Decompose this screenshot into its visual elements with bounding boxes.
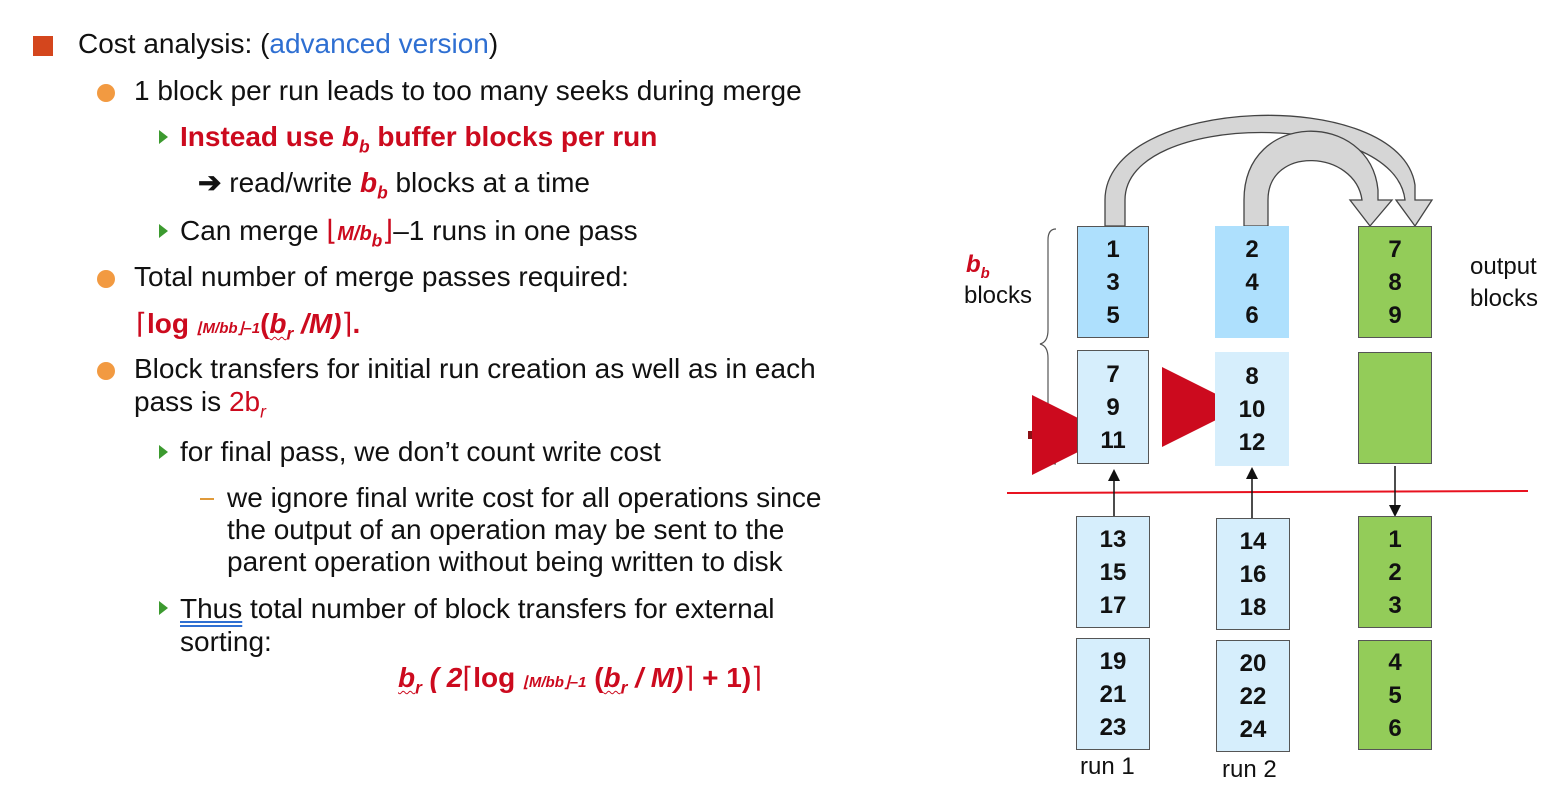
block-value: 4 (1245, 268, 1259, 296)
block-value: 7 (1388, 235, 1402, 263)
memory-disk-divider (1006, 490, 1529, 494)
run1-disk-block-2: 19 21 23 (1076, 638, 1150, 750)
run2-buffer-block-2: 8 10 12 (1215, 352, 1289, 466)
bullet-dot-icon (97, 362, 115, 380)
block-value: 14 (1239, 527, 1267, 555)
sub-thus-total: Thus total number of block transfers for… (180, 593, 775, 624)
block-value: 23 (1099, 713, 1127, 741)
block-value: 17 (1099, 591, 1127, 619)
block-value: 9 (1106, 393, 1120, 421)
curved-arrow-run2-to-output (1243, 130, 1394, 228)
block-value: 19 (1099, 647, 1127, 675)
triangle-bullet-icon (159, 130, 168, 144)
block-value: 21 (1099, 680, 1127, 708)
run1-disk-block-1: 13 15 17 (1076, 516, 1150, 628)
block-value: 13 (1099, 525, 1127, 553)
dash-line-1: we ignore final write cost for all opera… (227, 482, 822, 513)
output-buffer-block-2 (1358, 352, 1432, 464)
run2-buffer-block-1: 2 4 6 (1215, 226, 1289, 338)
sub-final-pass: for final pass, we don’t count write cos… (180, 436, 661, 467)
block-value: 1 (1388, 525, 1402, 553)
run1-buffer-block-1: 1 3 5 (1077, 226, 1149, 338)
right-arrow-icon: ➔ (198, 167, 222, 198)
block-value: 5 (1106, 301, 1120, 329)
advanced-version-link[interactable]: advanced version (269, 28, 489, 59)
bullet-dot-icon (97, 270, 115, 288)
block-value: 7 (1106, 360, 1120, 388)
block-value: 11 (1100, 426, 1126, 454)
block-value: 8 (1388, 268, 1402, 296)
block-value: 6 (1245, 301, 1259, 329)
dash-line-3: parent operation without being written t… (227, 546, 783, 577)
block-value: 16 (1239, 560, 1267, 588)
block-value: 18 (1239, 593, 1267, 621)
triangle-bullet-icon (159, 224, 168, 238)
formula-total-transfers: br ( 2⌈log ⌊M/bb⌋–1 (br / M)⌉ + 1)⌉ (398, 662, 763, 698)
block-value: 4 (1388, 648, 1402, 676)
triangle-bullet-icon (159, 601, 168, 615)
dash-bullet-icon (200, 498, 214, 500)
block-value: 2 (1245, 235, 1259, 263)
block-value: 2 (1388, 558, 1402, 586)
blocks-label: blocks (964, 282, 1033, 309)
block-value: 22 (1239, 682, 1267, 710)
bullet-seeks: 1 block per run leads to too many seeks … (134, 75, 802, 106)
bullet-square-icon (33, 36, 53, 56)
sub-buffer-blocks: Instead use bb buffer blocks per run (180, 121, 658, 157)
block-value: 20 (1239, 649, 1267, 677)
block-value: 6 (1388, 714, 1402, 742)
output-buffer-block-1: 7 8 9 (1358, 226, 1432, 338)
run2-disk-block-1: 14 16 18 (1216, 518, 1290, 630)
output-disk-block-1: 1 2 3 (1358, 516, 1432, 628)
block-value: 10 (1238, 395, 1266, 423)
block-value: 1 (1106, 235, 1120, 263)
output-disk-block-2: 4 5 6 (1358, 640, 1432, 750)
block-value: 8 (1245, 362, 1259, 390)
block-value: 3 (1106, 268, 1120, 296)
block-value: 9 (1388, 301, 1402, 329)
bb-bracket (1039, 228, 1057, 465)
run2-label: run 2 (1222, 756, 1277, 783)
block-value: 3 (1388, 591, 1402, 619)
triangle-bullet-icon (159, 445, 168, 459)
formula-merge-passes: ⌈log ⌊M/bb⌋–1(br /M)⌉. (136, 308, 361, 344)
heading: Cost analysis: (advanced version) (78, 28, 499, 59)
bb-label: bb (966, 251, 990, 282)
dash-line-2: the output of an operation may be sent t… (227, 514, 785, 545)
run1-label: run 1 (1080, 753, 1135, 780)
run2-disk-block-2: 20 22 24 (1216, 640, 1290, 752)
bullet-block-transfers-line1: Block transfers for initial run creation… (134, 353, 816, 384)
block-value: 5 (1388, 681, 1402, 709)
run1-buffer-block-2: 7 9 11 (1077, 350, 1149, 464)
sub-thus-total-line2: sorting: (180, 626, 272, 657)
bullet-dot-icon (97, 84, 115, 102)
bullet-block-transfers-line2: pass is 2br (134, 386, 266, 422)
block-value: 24 (1239, 715, 1267, 743)
read-write-line: ➔ read/write bb blocks at a time (198, 167, 590, 203)
bullet-merge-passes: Total number of merge passes required: (134, 261, 629, 292)
sub-can-merge: Can merge ⌊M/bb⌋–1 runs in one pass (180, 215, 638, 251)
block-value: 15 (1099, 558, 1127, 586)
output-label: output (1470, 253, 1537, 280)
output-blocks-label: blocks (1470, 285, 1539, 312)
block-value: 12 (1238, 428, 1266, 456)
